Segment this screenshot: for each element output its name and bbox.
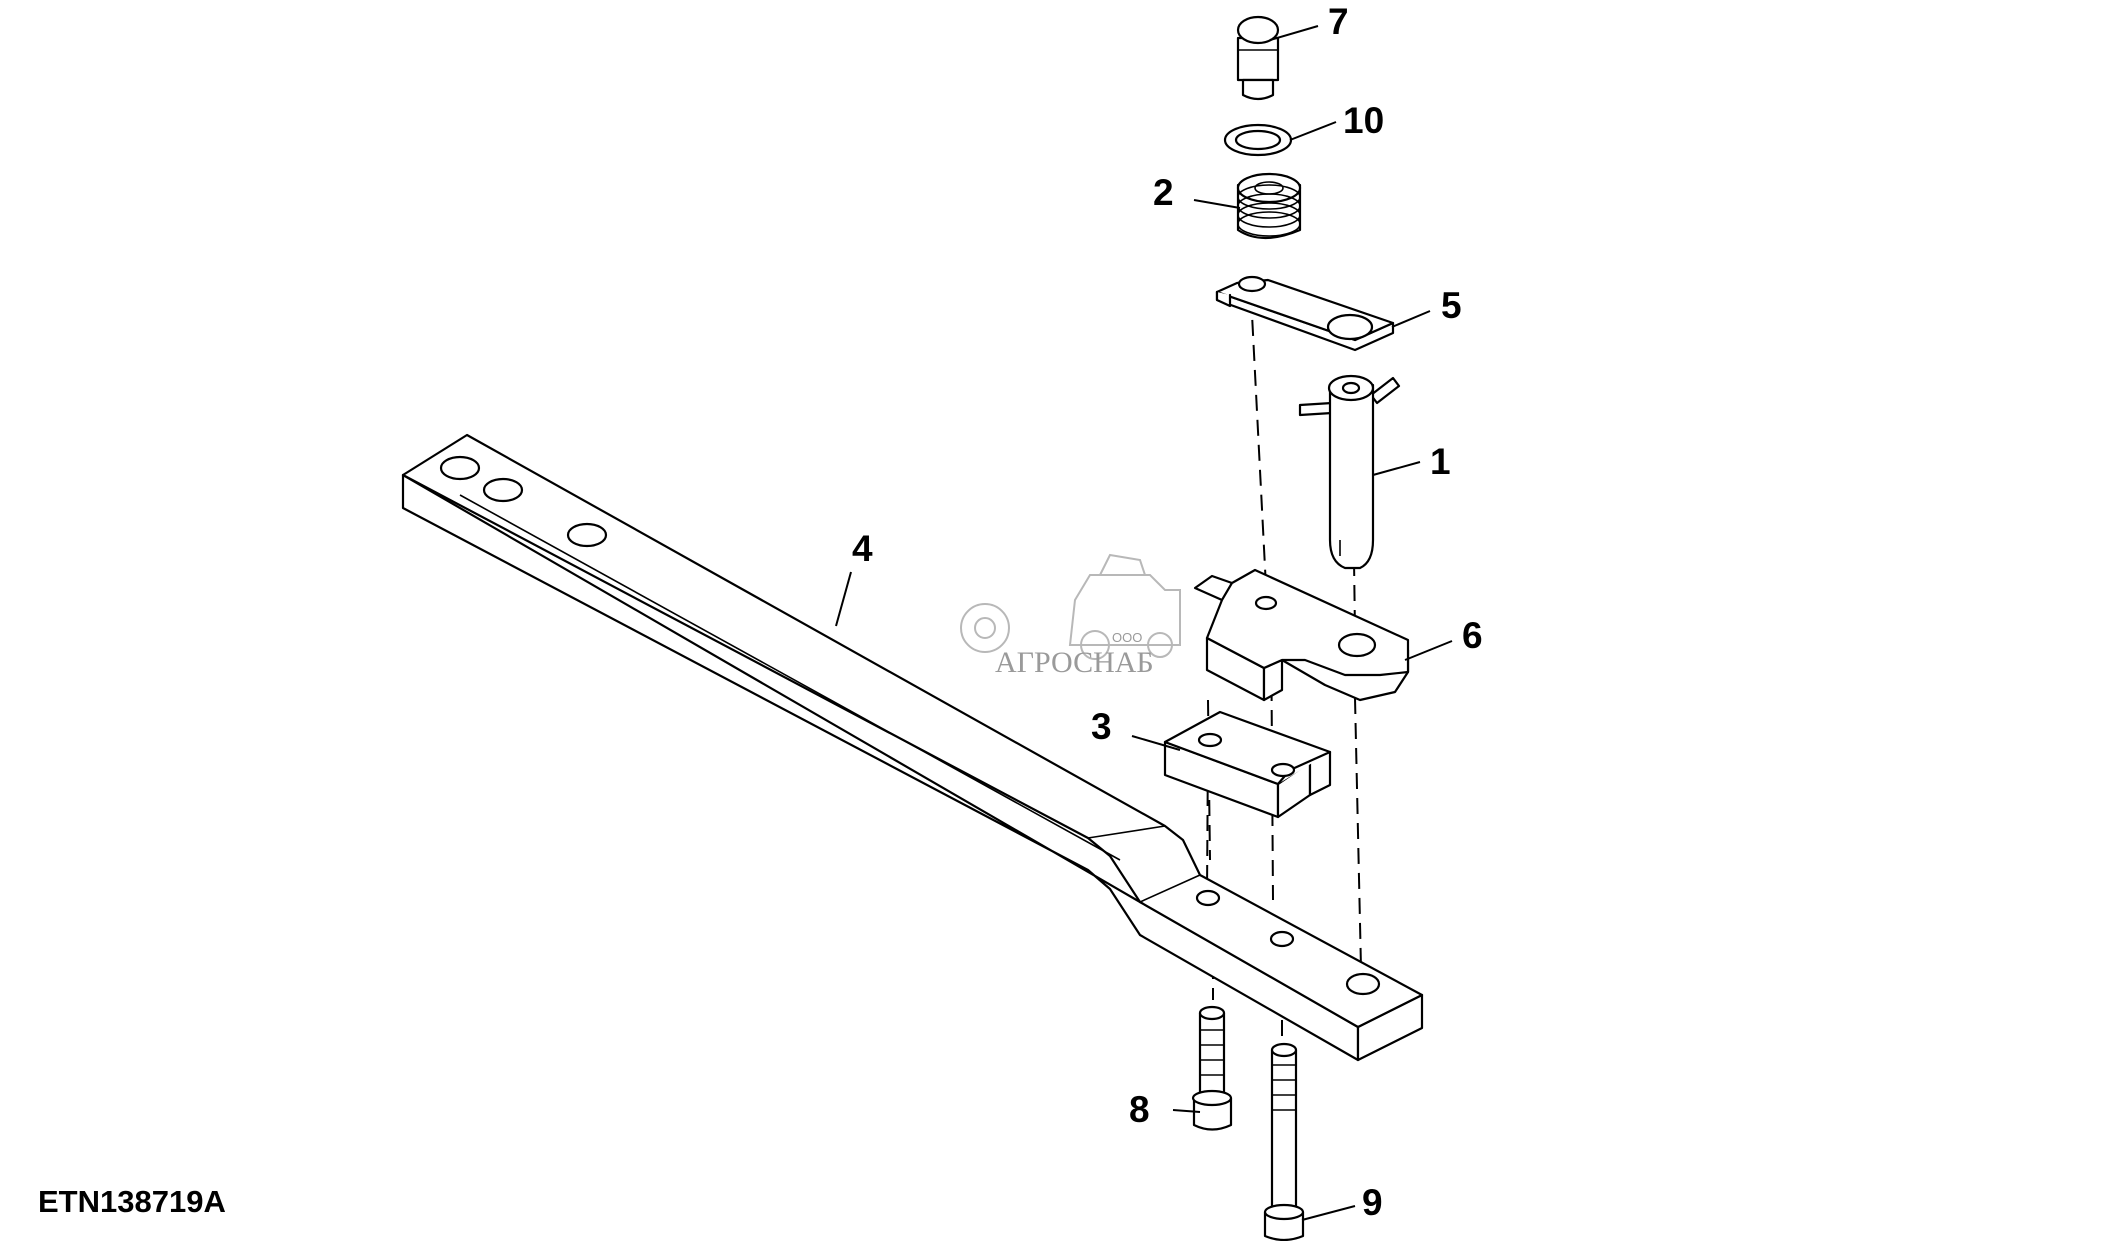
callout-3: 3 xyxy=(1091,706,1112,747)
leader-lines xyxy=(835,25,1453,1221)
cap-screw xyxy=(1236,15,1280,101)
washer xyxy=(1223,123,1293,157)
pin xyxy=(1298,374,1401,570)
watermark-company-name: АГРОСНАБ xyxy=(995,646,1154,679)
figure-id: ETN138719A xyxy=(38,1184,226,1219)
callout-7: 7 xyxy=(1328,1,1349,42)
spring xyxy=(1236,172,1302,240)
callout-1: 1 xyxy=(1430,441,1451,482)
watermark-logo: ООО АГРОСНАБ xyxy=(960,553,1181,679)
callout-4: 4 xyxy=(852,528,873,569)
callout-8: 8 xyxy=(1129,1089,1150,1130)
callout-5: 5 xyxy=(1441,285,1462,326)
callout-6: 6 xyxy=(1462,615,1483,656)
clevis xyxy=(1193,568,1410,702)
bolt-short xyxy=(1191,1005,1233,1131)
callouts: 1 2 3 4 5 6 7 8 9 10 xyxy=(852,1,1483,1223)
callout-9: 9 xyxy=(1362,1182,1383,1223)
drawbar xyxy=(401,433,1424,1062)
bolt-long xyxy=(1263,1042,1305,1241)
callout-2: 2 xyxy=(1153,172,1174,213)
watermark-prefix: ООО xyxy=(1112,630,1142,645)
callout-10: 10 xyxy=(1343,100,1384,141)
retainer-plate xyxy=(1215,275,1395,352)
spacer xyxy=(1163,710,1332,819)
